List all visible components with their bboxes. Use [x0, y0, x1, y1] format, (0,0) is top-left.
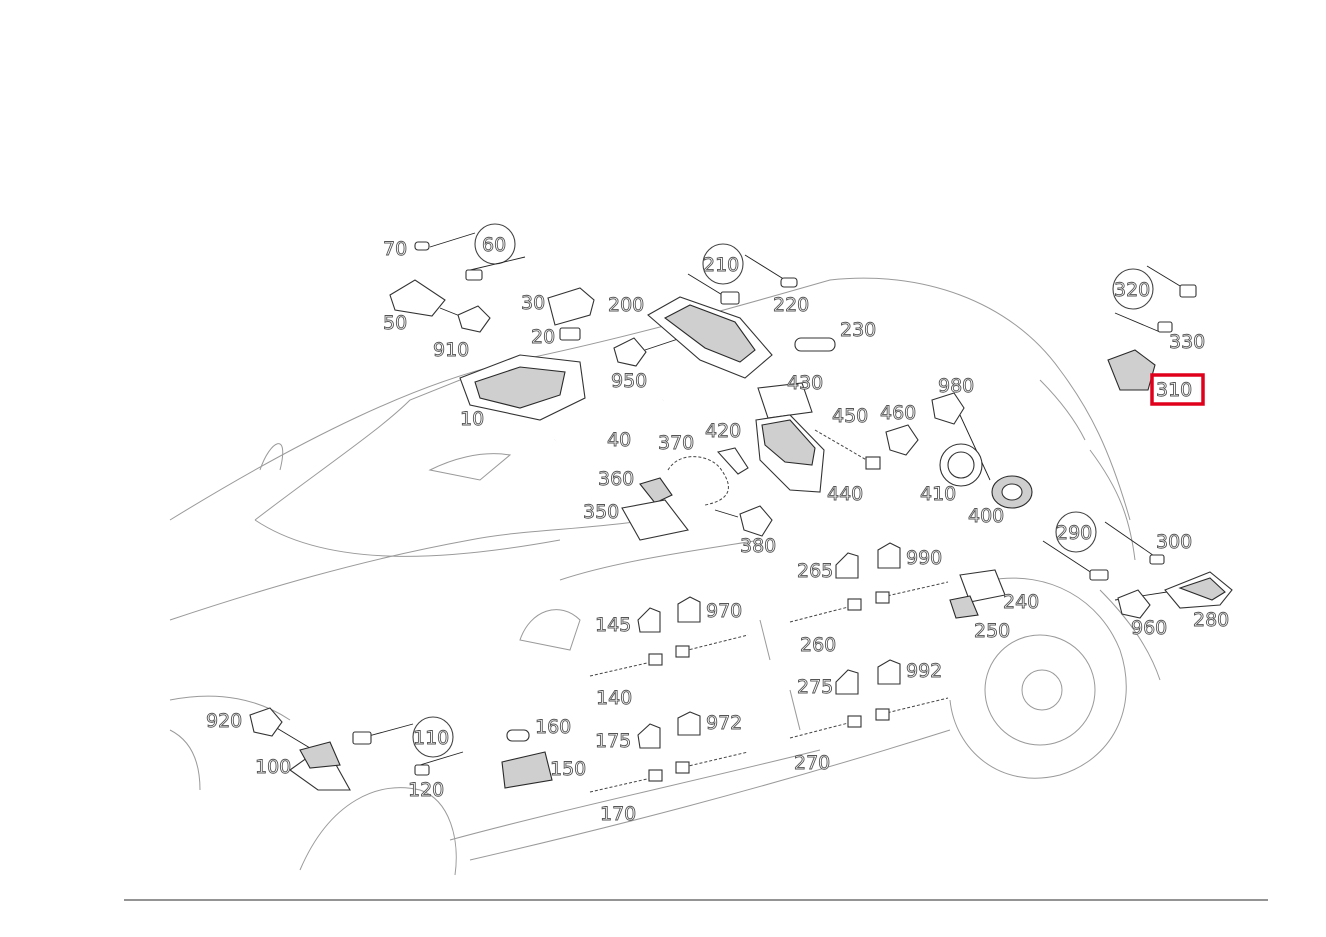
callout-150[interactable]: 150 [550, 758, 587, 781]
callout-970[interactable]: 970 [706, 600, 743, 623]
callout-960[interactable]: 960 [1131, 617, 1168, 640]
callout-972[interactable]: 972 [706, 712, 743, 735]
callout-220[interactable]: 220 [773, 294, 810, 317]
callout-230[interactable]: 230 [840, 319, 877, 342]
callout-280[interactable]: 280 [1193, 609, 1230, 632]
callout-370[interactable]: 370 [658, 432, 695, 455]
callout-430[interactable]: 430 [787, 372, 824, 395]
callout-330[interactable]: 330 [1169, 331, 1206, 354]
callout-10[interactable]: 10 [460, 408, 485, 431]
part-drawings [249, 241, 1233, 793]
callout-50[interactable]: 50 [383, 312, 408, 335]
group-circle-290 [1055, 511, 1097, 553]
callout-140[interactable]: 140 [596, 687, 633, 710]
callout-labels: 70 60 50 910 30 20 10 40 200 210 220 230… [206, 234, 1230, 826]
callout-350[interactable]: 350 [583, 501, 620, 524]
callout-30[interactable]: 30 [521, 292, 546, 315]
callout-990[interactable]: 990 [906, 547, 943, 570]
callout-920[interactable]: 920 [206, 710, 243, 733]
group-circle-110 [412, 716, 454, 758]
callout-380[interactable]: 380 [740, 535, 777, 558]
callout-20[interactable]: 20 [531, 326, 556, 349]
callout-265[interactable]: 265 [797, 560, 834, 583]
callout-40[interactable]: 40 [607, 429, 632, 452]
callout-980[interactable]: 980 [938, 375, 975, 398]
callout-110[interactable]: 110 [413, 727, 450, 750]
callout-240[interactable]: 240 [1003, 591, 1040, 614]
callout-70[interactable]: 70 [383, 238, 408, 261]
callout-260[interactable]: 260 [800, 634, 837, 657]
callout-250[interactable]: 250 [974, 620, 1011, 643]
callout-450[interactable]: 450 [832, 405, 869, 428]
callout-275[interactable]: 275 [797, 676, 834, 699]
callout-410[interactable]: 410 [920, 483, 957, 506]
callout-270[interactable]: 270 [794, 752, 831, 775]
callout-120[interactable]: 120 [408, 779, 445, 802]
callout-950[interactable]: 950 [611, 370, 648, 393]
group-circle-320 [1112, 268, 1154, 310]
callout-175[interactable]: 175 [595, 730, 632, 753]
highlight-box-310 [1150, 373, 1205, 406]
callout-460[interactable]: 460 [880, 402, 917, 425]
callout-210[interactable]: 210 [703, 254, 740, 277]
callout-310[interactable]: 310 [1156, 379, 1193, 402]
group-circle-210 [702, 243, 744, 285]
callout-910[interactable]: 910 [433, 339, 470, 362]
callout-992[interactable]: 992 [906, 660, 943, 683]
vehicle-outline [169, 277, 1161, 876]
callout-320[interactable]: 320 [1114, 279, 1151, 302]
callout-170[interactable]: 170 [600, 803, 637, 826]
callout-200[interactable]: 200 [608, 294, 645, 317]
callout-60[interactable]: 60 [482, 234, 507, 257]
callout-300[interactable]: 300 [1156, 531, 1193, 554]
callout-360[interactable]: 360 [598, 468, 635, 491]
callout-420[interactable]: 420 [705, 420, 742, 443]
callout-160[interactable]: 160 [535, 716, 572, 739]
callout-290[interactable]: 290 [1056, 522, 1093, 545]
callout-100[interactable]: 100 [255, 756, 292, 779]
callout-400[interactable]: 400 [968, 505, 1005, 528]
callout-440[interactable]: 440 [827, 483, 864, 506]
callout-145[interactable]: 145 [595, 614, 632, 637]
